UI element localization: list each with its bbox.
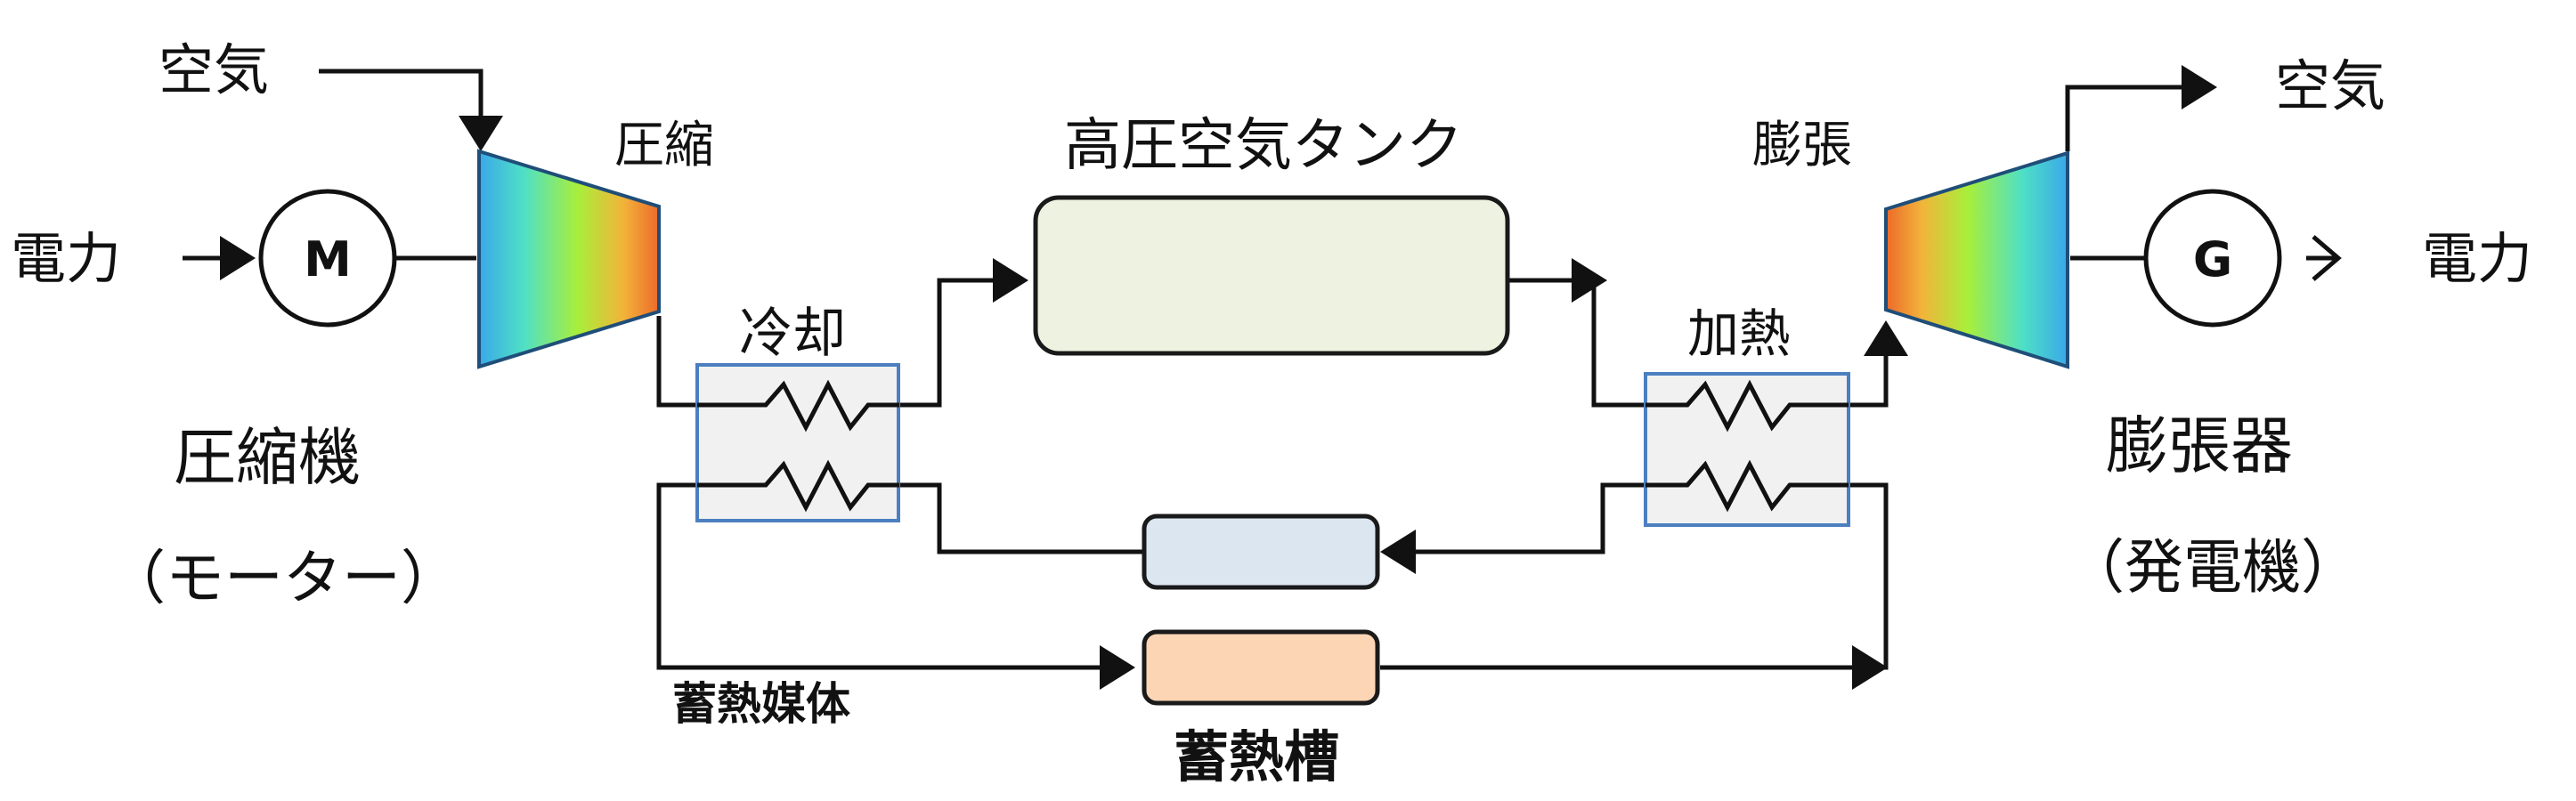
cooler-box [695,363,900,522]
storage-medium-label: 蓄熱媒体 [672,678,850,730]
heater-to-cold-tank [1380,482,1687,574]
compressor-body [477,149,661,369]
motor-circle [258,189,397,328]
generator: G [2143,189,2282,328]
heating-label: 加熱 [1687,303,1791,364]
power-in-label: 電力 [11,226,121,291]
expander-sub-label: （発電機） [2066,533,2360,602]
heater-heat-exchanger [1644,372,1850,527]
air-in-label: 空気 [158,37,269,102]
expand-label: 膨張 [1752,117,1852,174]
cold-medium-tank [1142,514,1380,590]
hp-air-tank [1033,195,1510,356]
compress-label: 圧縮 [614,117,714,174]
expander-label: 膨張器 [2106,409,2293,482]
heat-storage-tank [1142,629,1380,706]
cold-tank-to-cooler [864,463,1142,554]
heater-box [1644,372,1850,527]
heater-coil-lower [1646,459,1849,513]
air-out-line [2065,65,2217,151]
air-in-line [319,69,503,151]
compressor-sub-label: （モーター） [107,544,459,612]
heater-coil-upper [1646,379,1849,433]
motor-letter: M [304,231,352,287]
cooler-coil-upper [748,379,899,433]
expander-body [1884,150,2069,369]
generator-letter: G [2193,231,2232,287]
hp-tank-label: 高圧空気タンク [1064,113,1463,179]
cooler-heat-exchanger [695,363,900,522]
motor: M [258,189,397,328]
labels: 空気 電力 圧縮 冷却 高圧空気タンク 膨張 加熱 空気 電力 圧縮機 （モータ… [11,37,2532,789]
storage-tank-label: 蓄熱槽 [1174,724,1339,789]
generator-circle [2143,189,2282,328]
cooler-coil-lower [748,459,899,513]
cooling-label: 冷却 [739,303,846,365]
compressor-label: 圧縮機 [174,421,361,494]
air-out-label: 空気 [2275,53,2385,118]
power-out-label: 電力 [2422,226,2532,291]
